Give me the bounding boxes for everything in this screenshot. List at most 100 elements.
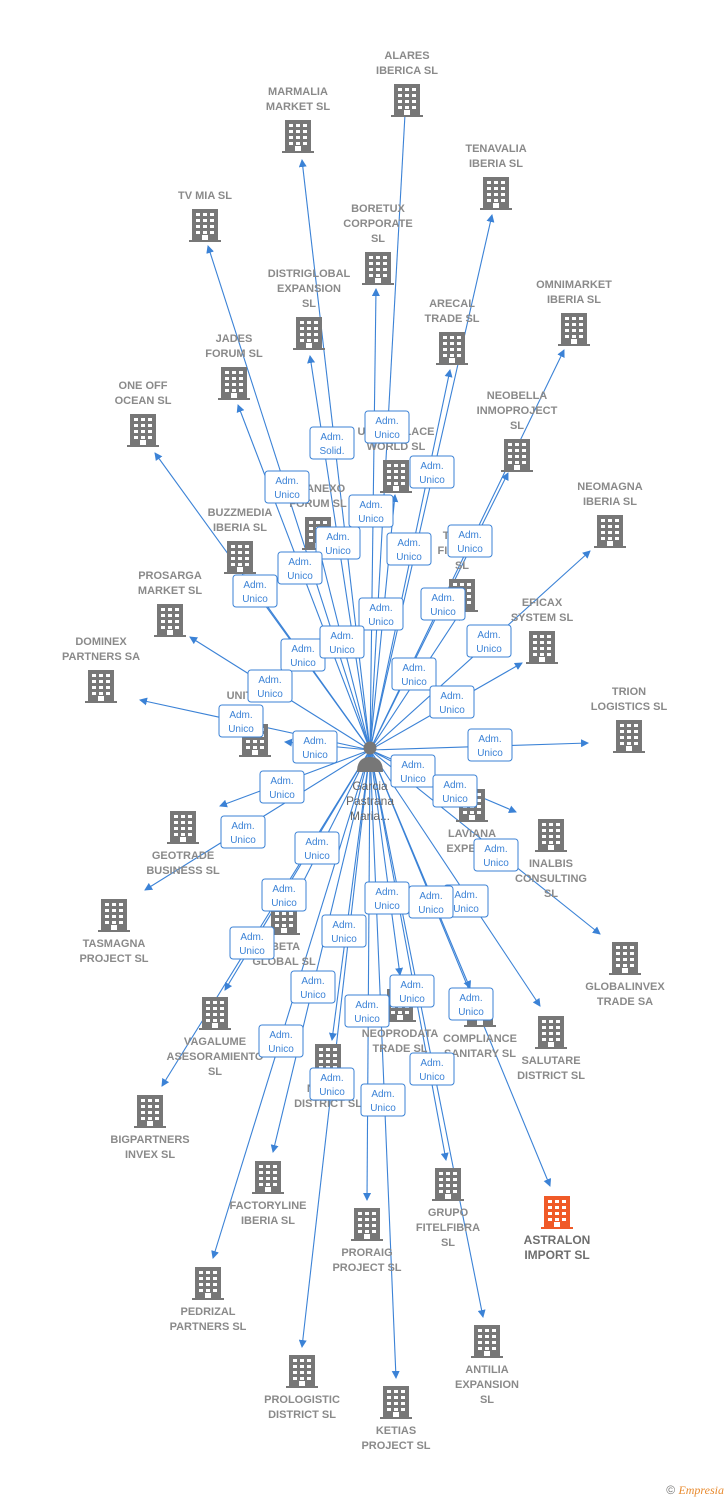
building-icon: [98, 899, 130, 932]
role-badge-trion[interactable]: Adm.Unico: [467, 728, 513, 762]
role-text-line: Unico: [331, 934, 357, 945]
role-badge-neoprodata[interactable]: Adm.Unico: [364, 881, 410, 915]
role-badge-pranexo[interactable]: Adm.Unico: [280, 638, 326, 672]
role-badge-tecnofinance[interactable]: Adm.Unico: [391, 657, 437, 691]
building-icon: [432, 1168, 464, 1201]
role-badge-globalinvex[interactable]: Adm.Unico: [432, 774, 478, 808]
role-text-line: Adm.: [240, 932, 263, 943]
building-icon: [558, 313, 590, 346]
company-name-line: SL: [455, 560, 469, 572]
role-text-line: Adm.: [270, 776, 293, 787]
role-text-line: Adm.: [454, 890, 477, 901]
role-badge-pedrizal[interactable]: Adm.Unico: [258, 1024, 304, 1058]
company-name-line: SALUTARE: [521, 1055, 580, 1067]
role-badge-alares[interactable]: Adm.Unico: [364, 410, 410, 444]
company-name-line: TRADE SL: [425, 313, 480, 325]
role-badge-unitrade[interactable]: Adm.Unico: [292, 730, 338, 764]
role-badge-astralon[interactable]: Adm.Unico: [448, 987, 494, 1021]
role-badge-buzzmedia[interactable]: Adm.Unico: [319, 625, 365, 659]
edge-neodistrict: [328, 749, 371, 1041]
role-badge-antilia[interactable]: Adm.Unico: [409, 1052, 455, 1086]
role-badge-eficax[interactable]: Adm.Unico: [429, 685, 475, 719]
role-badge-vagalume[interactable]: Adm.Unico: [261, 878, 307, 912]
role-badge-salutare[interactable]: Adm.Unico: [408, 885, 454, 919]
role-badge-oneoff[interactable]: Adm.Unico: [232, 574, 278, 608]
role-badge-bigpartners[interactable]: Adm.Unico: [229, 926, 275, 960]
building-icon: [218, 367, 250, 400]
role-badge-prosarga[interactable]: Adm.Unico: [247, 669, 293, 703]
role-badge-jades[interactable]: Adm.Unico: [277, 551, 323, 585]
role-badge-marmalia[interactable]: Adm.Solid.: [309, 426, 355, 460]
role-text-line: Unico: [457, 544, 483, 555]
role-badge-tvmia[interactable]: Adm.Unico: [264, 470, 310, 504]
role-badge-grupo[interactable]: Adm.Unico: [389, 974, 435, 1008]
role-text-line: Unico: [458, 1007, 484, 1018]
role-text-line: Unico: [400, 774, 426, 785]
role-text-line: Unico: [401, 677, 427, 688]
role-badge-distriglobal[interactable]: Adm.Unico: [315, 526, 361, 560]
role-badge-prologistic[interactable]: Adm.Unico: [309, 1067, 355, 1101]
role-badge-laviana[interactable]: Adm.Unico: [390, 754, 436, 788]
role-text-line: Adm.: [400, 980, 423, 991]
role-badge-arecal[interactable]: Adm.Unico: [386, 532, 432, 566]
role-badge-ibeta[interactable]: Adm.Unico: [294, 831, 340, 865]
role-badge-factoryline[interactable]: Adm.Unico: [290, 970, 336, 1004]
company-name-line: BUZZMEDIA: [208, 507, 273, 519]
role-text-line: Adm.: [305, 837, 328, 848]
role-badge-ketias[interactable]: Adm.Unico: [360, 1083, 406, 1117]
role-badge-boretux[interactable]: Adm.Unico: [348, 494, 394, 528]
edge-proraig: [363, 749, 372, 1201]
role-badge-geotrade[interactable]: Adm.Unico: [259, 770, 305, 804]
role-badge-tenavalia[interactable]: Adm.Unico: [409, 455, 455, 489]
role-badge-urbanplace[interactable]: Adm.Unico: [358, 597, 404, 631]
role-badge-omnimarket[interactable]: Adm.Unico: [447, 524, 493, 558]
role-badge-proraig[interactable]: Adm.Unico: [344, 994, 390, 1028]
company-name-line: EXPANSION: [277, 283, 341, 295]
company-name-line: IBERIA SL: [469, 158, 523, 170]
role-badge-tasmagna[interactable]: Adm.Unico: [220, 815, 266, 849]
role-badge-neomagna[interactable]: Adm.Unico: [466, 624, 512, 658]
role-badge-neodistrict[interactable]: Adm.Unico: [321, 914, 367, 948]
role-badge-inalbis[interactable]: Adm.Unico: [473, 838, 519, 872]
building-icon: [609, 942, 641, 975]
role-badge-compliance[interactable]: Adm.Unico: [443, 884, 489, 918]
company-node-tvmia[interactable]: TV MIA SL: [178, 190, 232, 242]
company-name-line: CORPORATE: [343, 218, 412, 230]
role-badge-dominex[interactable]: Adm.Unico: [218, 704, 264, 738]
building-icon: [471, 1325, 503, 1358]
center-node[interactable]: GarciaPastranaMaria...: [346, 741, 394, 824]
building-icon: [436, 332, 468, 365]
role-badge-neobella[interactable]: Adm.Unico: [420, 587, 466, 621]
